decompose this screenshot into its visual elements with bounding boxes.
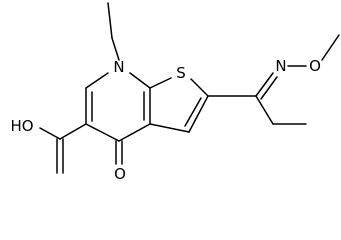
bond-cimine-ch2 <box>255 95 274 125</box>
ring-nitrogen-label: N <box>113 58 124 76</box>
bond-n-c6 <box>85 72 109 89</box>
bond-c4-c3a <box>118 123 151 142</box>
ring-sulfur-label: S <box>176 64 186 82</box>
bond-s-c2 <box>190 78 209 97</box>
atom-labels: N S N O O HO <box>10 57 320 183</box>
ketone-oxygen-label: O <box>114 165 126 183</box>
bond-c2-c3 <box>188 95 209 133</box>
bond-ethyl-ch3-ch2 <box>107 2 113 39</box>
molecule-diagram: N S N O O HO <box>10 2 340 183</box>
bond-cooh-oh <box>39 127 61 140</box>
bond-c5-cooh <box>59 123 87 140</box>
bond-c7a-n <box>129 72 151 89</box>
bond-c5-c4 <box>85 123 120 142</box>
bond-c2-c3-inner <box>184 97 202 127</box>
bond-o-methyl <box>321 34 340 61</box>
bonds <box>39 2 340 174</box>
carboxyl-hydroxyl-label: HO <box>10 117 33 135</box>
bond-cimine-n-outer <box>255 72 274 97</box>
bond-c7a-s <box>149 77 172 89</box>
bond-cimine-n-inner <box>260 76 278 100</box>
oxime-nitrogen-label: N <box>275 57 286 75</box>
bond-ethyl-ch2-n <box>111 37 120 61</box>
bond-c3-c3a <box>149 123 190 133</box>
methoxy-oxygen-label: O <box>309 57 321 75</box>
